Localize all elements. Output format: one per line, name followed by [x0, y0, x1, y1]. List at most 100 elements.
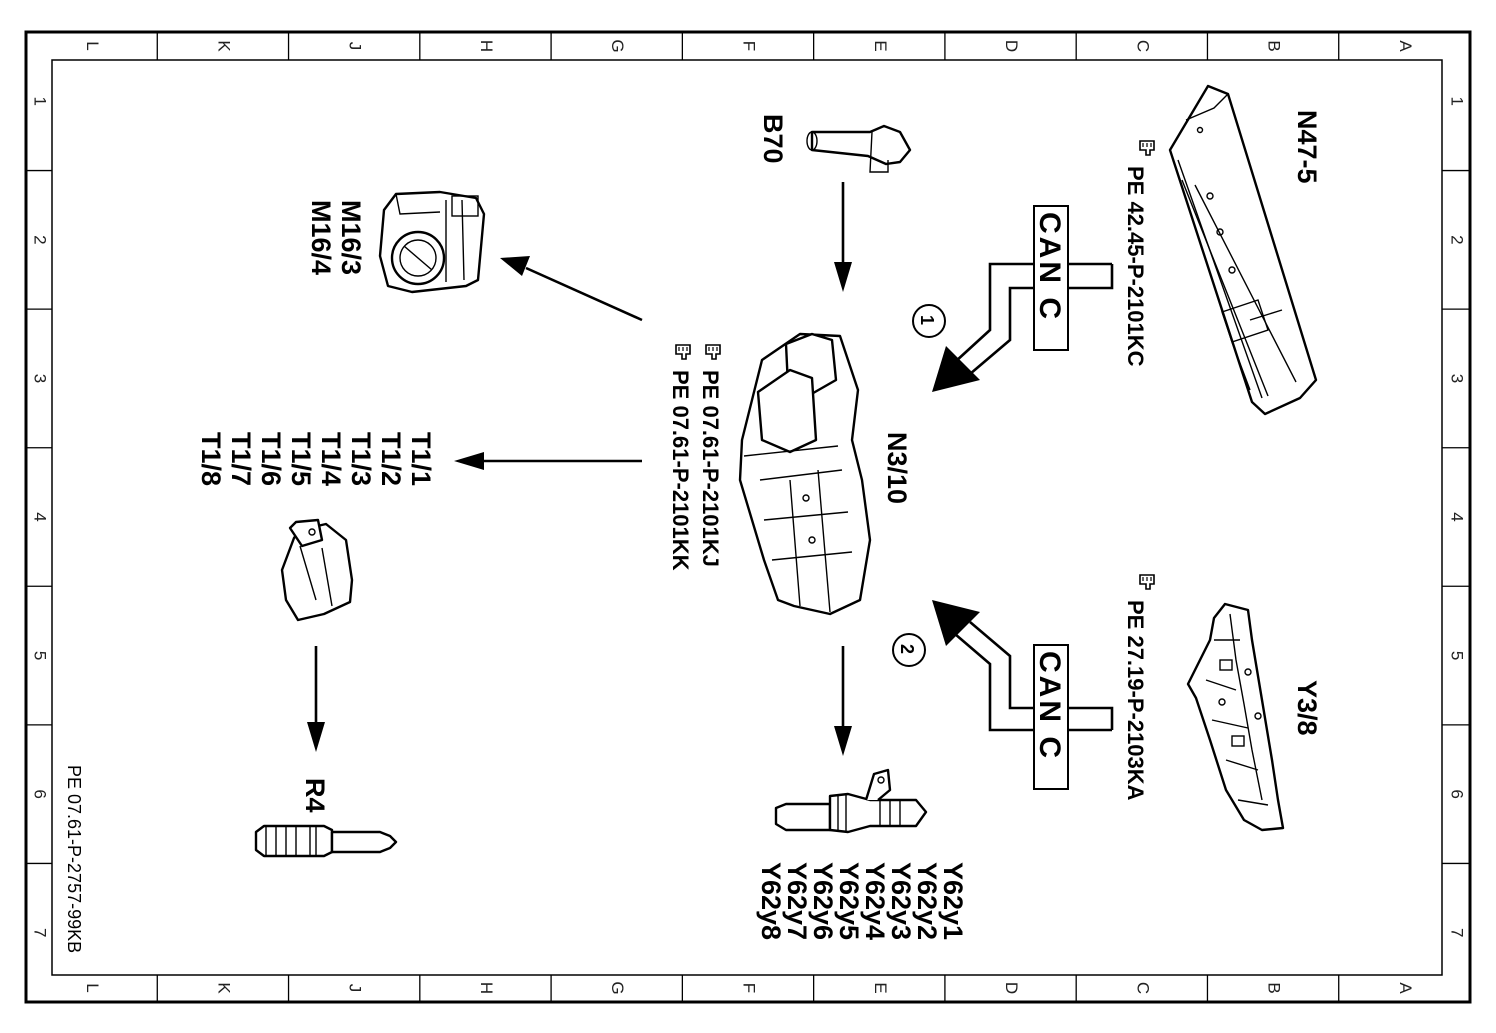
grid-row-label-right: 3 [1448, 374, 1467, 383]
grid-row-label-left: 2 [31, 235, 50, 244]
y62-label: Y62y3 [886, 862, 916, 940]
can-bus-1-name: CAN C [1033, 212, 1066, 322]
grid-col-label-top: K [214, 40, 233, 52]
n3-10-ref-2: PE 07.61-P-2101KK [668, 370, 693, 571]
svg-text:CAN C: CAN C [1033, 651, 1066, 761]
arrow-ecu-to-t1 [454, 452, 642, 470]
t1-label: T1/6 [256, 432, 286, 486]
svg-text:PE 27.19-P-2103KA: PE 27.19-P-2103KA [1123, 600, 1148, 801]
pointing-hand-icon [1139, 574, 1155, 590]
grid-row-label-left: 3 [31, 374, 50, 383]
grid-col-label-top: H [477, 40, 496, 52]
y3-8-label: Y3/8 [1292, 680, 1322, 736]
grid-col-label-bottom: H [477, 982, 496, 994]
t1-label: T1/5 [286, 432, 316, 486]
svg-text:1: 1 [917, 315, 937, 325]
grid-row-label-right: 2 [1448, 235, 1467, 244]
grid-row-label-right: 4 [1448, 512, 1467, 521]
outer-frame [24, 30, 1472, 1004]
y3-8-valve-body [1186, 602, 1285, 832]
n47-5-module [1168, 84, 1318, 416]
n3-10-ecu [738, 332, 872, 616]
svg-text:M16/3: M16/3 [336, 200, 366, 275]
grid-col-label-bottom: F [740, 983, 759, 993]
svg-text:N47-5: N47-5 [1292, 110, 1322, 184]
svg-text:PE 07.61-P-2101KK: PE 07.61-P-2101KK [668, 370, 693, 571]
svg-text:PE 42.45-P-2101KC: PE 42.45-P-2101KC [1123, 166, 1148, 367]
svg-text:PE 07.61-P-2101KJ: PE 07.61-P-2101KJ [698, 370, 723, 567]
grid-row-label-left: 5 [31, 651, 50, 660]
y62-label: Y62y4 [860, 862, 890, 940]
grid-col-label-top: F [740, 41, 759, 51]
grid-row-label-left: 4 [31, 512, 50, 521]
n3-10-label: N3/10 [882, 432, 912, 504]
r4-spark-plug [254, 824, 398, 858]
y3-8-ref: PE 27.19-P-2103KA [1123, 600, 1148, 801]
arrow-b70-to-ecu [834, 182, 852, 292]
y62-label: Y62y8 [756, 862, 786, 940]
t1-label: T1/4 [316, 432, 346, 486]
grid-row-label-right: 1 [1448, 97, 1467, 106]
m16-throttle-body [378, 190, 486, 294]
grid-row-label-right: 5 [1448, 651, 1467, 660]
grid-row-label-right: 6 [1448, 789, 1467, 798]
arrow-ecu-to-y62 [834, 646, 852, 756]
grid-col-label-bottom: L [83, 983, 102, 992]
can-bus-1: CAN C 1 [912, 205, 1114, 392]
t1-labels: T1/1T1/2T1/3T1/4T1/5T1/6T1/7T1/8 [196, 432, 436, 486]
pointing-hand-icon [675, 344, 691, 360]
n47-5-label: N47-5 [1292, 110, 1322, 184]
grid-row-label-right: 7 [1448, 928, 1467, 937]
grid-col-label-top: E [871, 40, 890, 51]
t1-label: T1/3 [346, 432, 376, 486]
svg-text:M16/4: M16/4 [306, 200, 336, 275]
n3-10-ref-1: PE 07.61-P-2101KJ [698, 370, 723, 567]
svg-text:N3/10: N3/10 [882, 432, 912, 504]
t1-ignition-coil [280, 518, 354, 622]
grid-col-label-bottom: D [1002, 982, 1021, 994]
pointing-hand-icon [705, 344, 721, 360]
grid-col-label-top: B [1265, 40, 1284, 51]
grid-col-label-bottom: A [1396, 982, 1415, 994]
r4-label: R4 [300, 778, 330, 813]
b70-sensor [806, 124, 912, 173]
grid-col-label-top: D [1002, 40, 1021, 52]
y62-label: Y62y2 [912, 862, 942, 940]
grid-col-label-bottom: G [608, 981, 627, 994]
grid-col-label-top: G [608, 39, 627, 52]
y62-label: Y62y6 [808, 862, 838, 940]
arrow-t1-to-r4 [307, 646, 325, 752]
grid-col-label-bottom: B [1265, 982, 1284, 993]
grid-col-label-bottom: J [346, 984, 365, 993]
can-bus-2: CAN C 2 [892, 600, 1114, 790]
y62-fuel-injector [774, 768, 928, 834]
grid-col-label-bottom: C [1133, 982, 1152, 994]
can-bus-2-name: CAN C [1033, 651, 1066, 761]
y62-label: Y62y7 [782, 862, 812, 940]
arrow-ecu-to-m16 [500, 256, 643, 322]
b70-label: B70 [758, 114, 788, 164]
can-bus-2-marker: 2 [897, 644, 917, 654]
m16-label-2: M16/4 [306, 200, 336, 275]
m16-label-1: M16/3 [336, 200, 366, 275]
svg-text:R4: R4 [300, 778, 330, 813]
can-bus-1-marker: 1 [917, 315, 937, 325]
svg-text:Y3/8: Y3/8 [1292, 680, 1322, 736]
svg-text:2: 2 [897, 644, 917, 654]
grid-col-label-bottom: K [214, 982, 233, 994]
grid-row-label-left: 7 [31, 928, 50, 937]
grid-col-label-bottom: E [871, 982, 890, 993]
inner-frame [51, 59, 1443, 976]
grid-row-label-left: 1 [31, 97, 50, 106]
t1-label: T1/1 [406, 432, 436, 486]
grid-col-label-top: A [1396, 40, 1415, 52]
n47-5-ref: PE 42.45-P-2101KC [1123, 166, 1148, 367]
y62-label: Y62y5 [834, 862, 864, 940]
grid-col-label-top: C [1133, 40, 1152, 52]
grid-row-label-left: 6 [31, 789, 50, 798]
grid-col-label-top: L [83, 41, 102, 50]
